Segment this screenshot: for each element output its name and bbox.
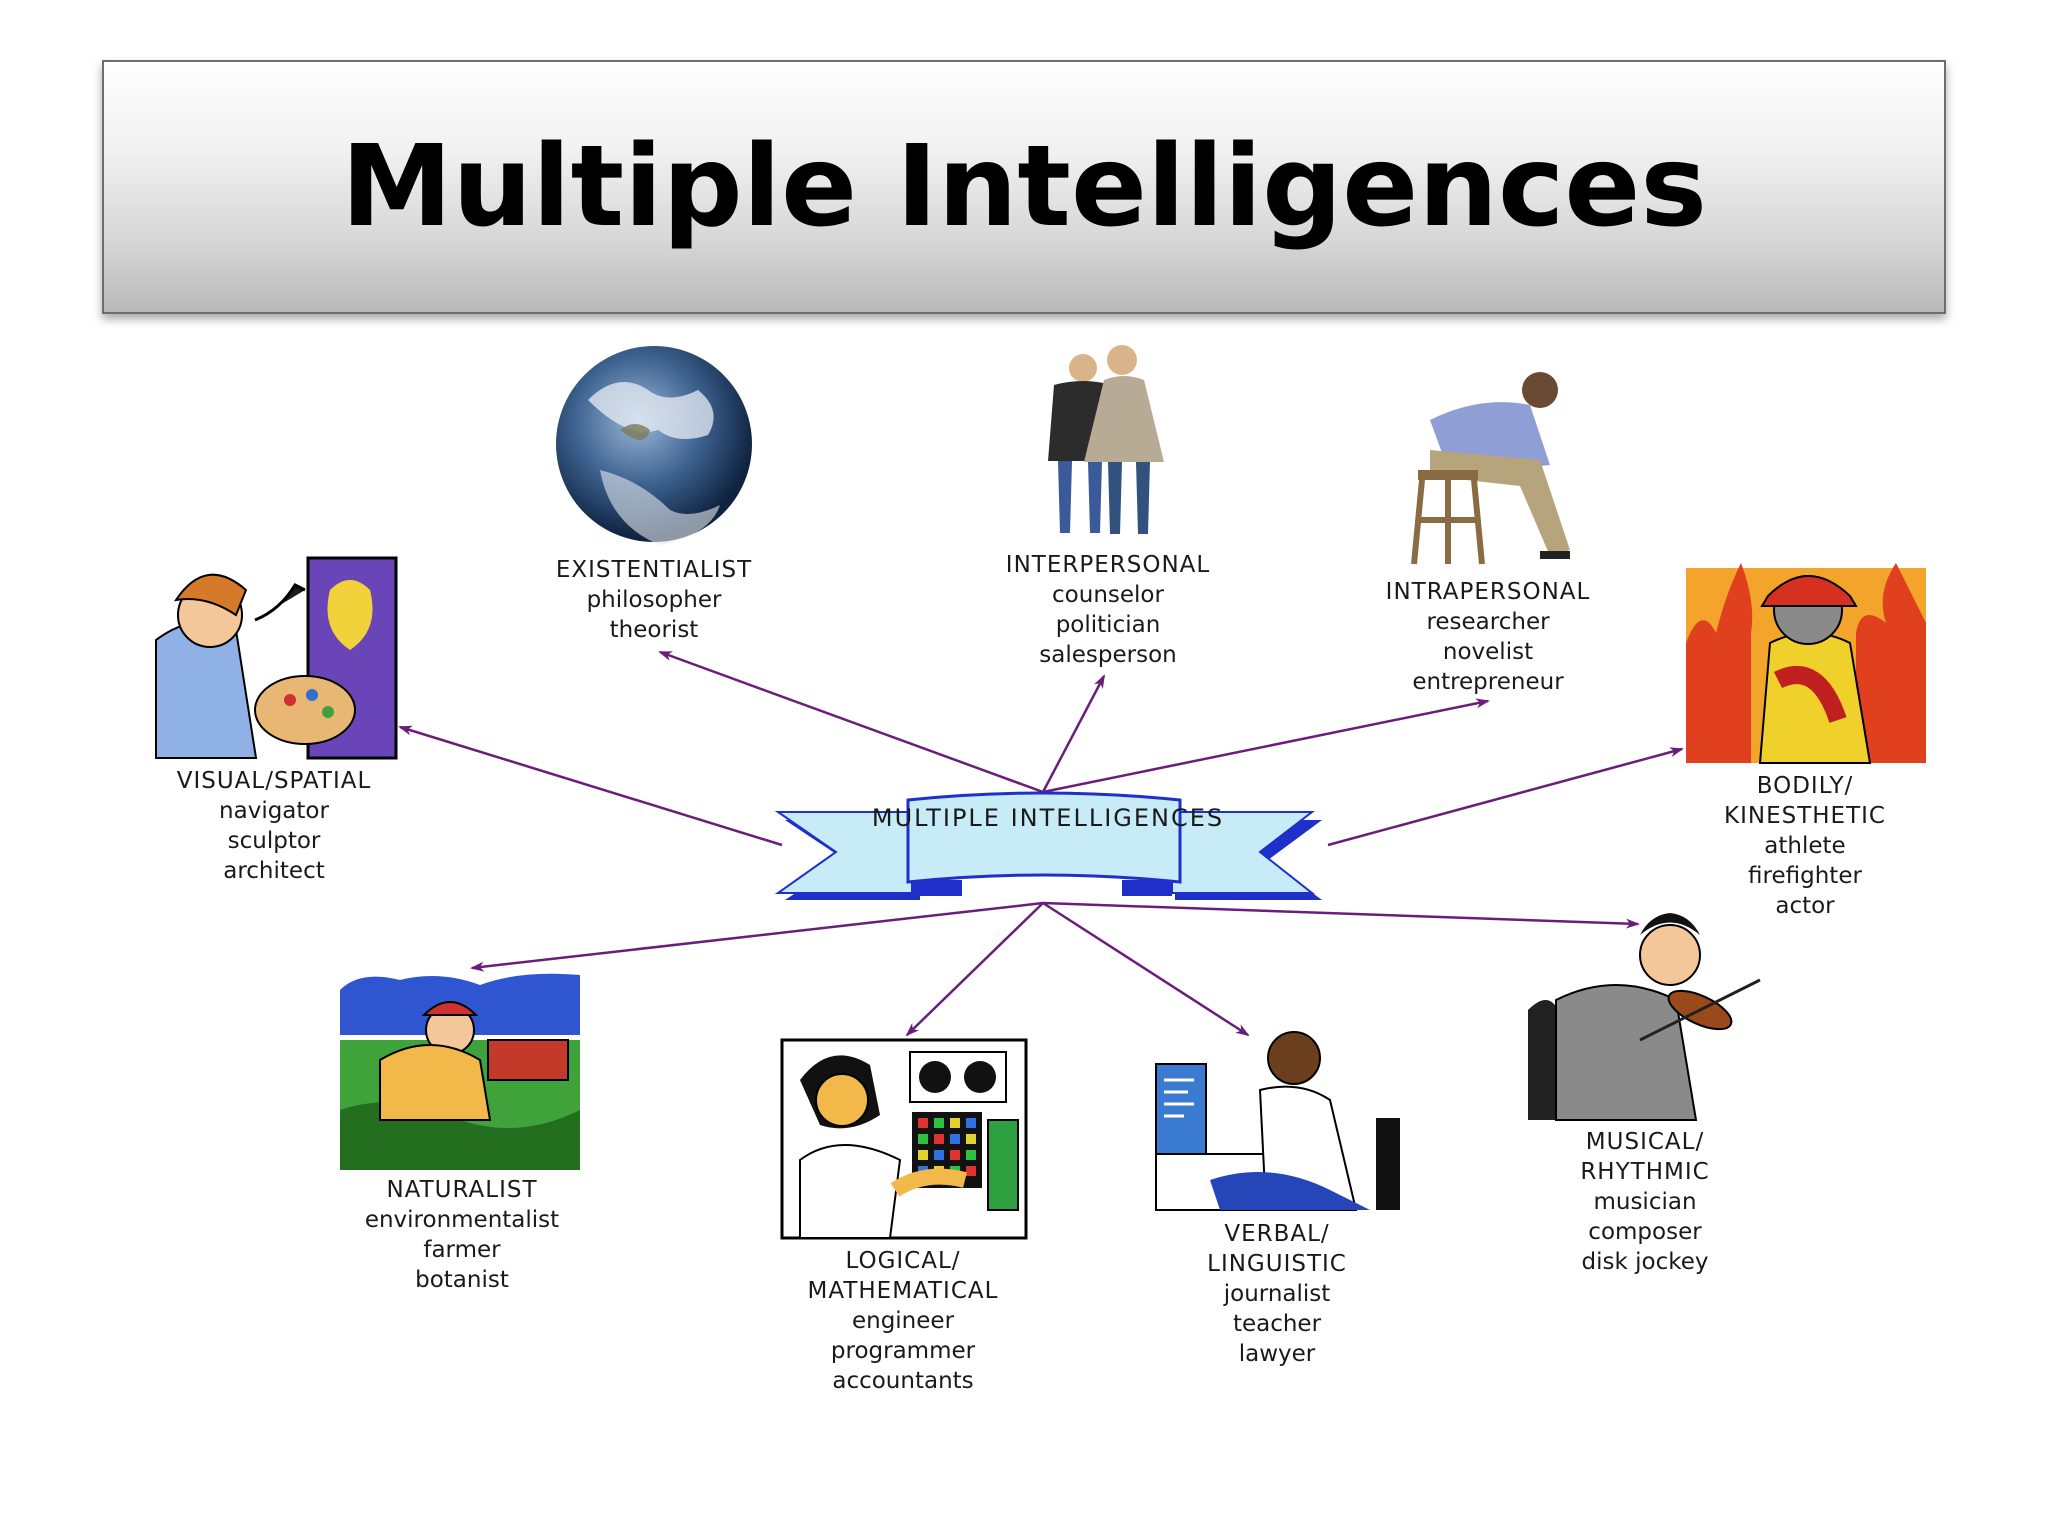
node-heading: NATURALIST <box>386 1177 538 1203</box>
node-heading: EXISTENTIALIST <box>555 557 753 583</box>
arrow-musical <box>1042 901 1640 929</box>
node-role: lawyer <box>1238 1341 1316 1367</box>
arrow-intrapersonal <box>1042 698 1490 794</box>
node-heading: INTRAPERSONAL <box>1385 579 1591 605</box>
node-existentialist: EXISTENTIALIST philosopher theorist <box>556 555 752 645</box>
node-role: firefighter <box>1748 863 1862 889</box>
center-ribbon <box>774 791 1322 900</box>
node-role: researcher <box>1426 609 1550 635</box>
node-role: theorist <box>609 617 699 643</box>
node-heading: MUSICAL/ <box>1585 1129 1705 1155</box>
node-role: programmer <box>830 1338 976 1364</box>
node-logical-mathematical: LOGICAL/ MATHEMATICAL engineer programme… <box>808 1246 999 1396</box>
node-role: journalist <box>1223 1281 1331 1307</box>
node-verbal-linguistic: VERBAL/ LINGUISTIC journalist teacher la… <box>1207 1219 1347 1369</box>
slide-title: Multiple Intelligences <box>341 122 1707 252</box>
node-role: entrepreneur <box>1412 669 1564 695</box>
node-bodily-kinesthetic: BODILY/ KINESTHETIC athlete firefighter … <box>1724 771 1886 921</box>
node-role: counselor <box>1052 582 1164 608</box>
node-heading: BODILY/ <box>1756 773 1854 799</box>
globe-icon <box>556 346 752 545</box>
node-interpersonal: INTERPERSONAL counselor politician sales… <box>1006 550 1210 670</box>
arrow-visual <box>398 725 783 847</box>
node-visual-spatial: VISUAL/SPATIAL navigator sculptor archit… <box>177 766 372 886</box>
node-role: farmer <box>423 1237 501 1263</box>
node-heading: KINESTHETIC <box>1724 803 1886 829</box>
node-role: environmentalist <box>364 1207 560 1233</box>
node-heading: MATHEMATICAL <box>807 1278 999 1304</box>
node-role: sculptor <box>227 828 321 854</box>
writer-icon <box>1155 1031 1400 1211</box>
node-heading: VISUAL/SPATIAL <box>176 768 372 794</box>
arrow-logical <box>905 902 1044 1037</box>
couple-icon <box>1048 345 1164 534</box>
node-role: composer <box>1588 1219 1702 1245</box>
arrow-bodily <box>1327 747 1684 847</box>
node-role: disk jockey <box>1581 1249 1709 1275</box>
node-role: philosopher <box>586 587 722 613</box>
violinist-icon <box>1528 913 1761 1121</box>
node-role: actor <box>1775 893 1835 919</box>
center-label-line1: MULTIPLE <box>871 804 1001 832</box>
node-role: engineer <box>851 1308 955 1334</box>
arrow-interpersonal <box>1041 674 1106 793</box>
arrows <box>398 650 1684 1037</box>
center-label-line2: INTELLIGENCES <box>1010 804 1225 832</box>
arrow-verbal <box>1042 901 1250 1037</box>
node-heading: VERBAL/ <box>1224 1221 1330 1247</box>
firefighter-icon <box>1686 563 1926 764</box>
node-role: musician <box>1593 1189 1697 1215</box>
node-intrapersonal: INTRAPERSONAL researcher novelist entrep… <box>1386 577 1591 697</box>
node-role: athlete <box>1764 833 1846 859</box>
node-heading: INTERPERSONAL <box>1005 552 1211 578</box>
node-role: salesperson <box>1039 642 1177 668</box>
node-heading: RHYTHMIC <box>1580 1159 1710 1185</box>
arrow-naturalist <box>470 901 1044 972</box>
node-role: navigator <box>219 798 329 824</box>
computer-operator-icon <box>780 1038 1028 1240</box>
node-role: politician <box>1055 612 1161 638</box>
arrow-existentialist <box>658 650 1044 794</box>
thinker-icon <box>1411 372 1570 565</box>
node-heading: LOGICAL/ <box>845 1248 961 1274</box>
node-role: architect <box>223 858 325 884</box>
node-role: teacher <box>1232 1311 1322 1337</box>
painter-icon <box>155 556 398 760</box>
center-label: MULTIPLE INTELLIGENCES <box>872 803 1224 833</box>
farmer-icon <box>340 973 580 1170</box>
node-role: novelist <box>1442 639 1534 665</box>
node-musical-rhythmic: MUSICAL/ RHYTHMIC musician composer disk… <box>1580 1127 1709 1277</box>
node-role: botanist <box>415 1267 509 1293</box>
node-heading: LINGUISTIC <box>1207 1251 1347 1277</box>
title-bar: Multiple Intelligences <box>102 60 1946 314</box>
node-role: accountants <box>832 1368 974 1394</box>
node-naturalist: NATURALIST environmentalist farmer botan… <box>365 1175 559 1295</box>
